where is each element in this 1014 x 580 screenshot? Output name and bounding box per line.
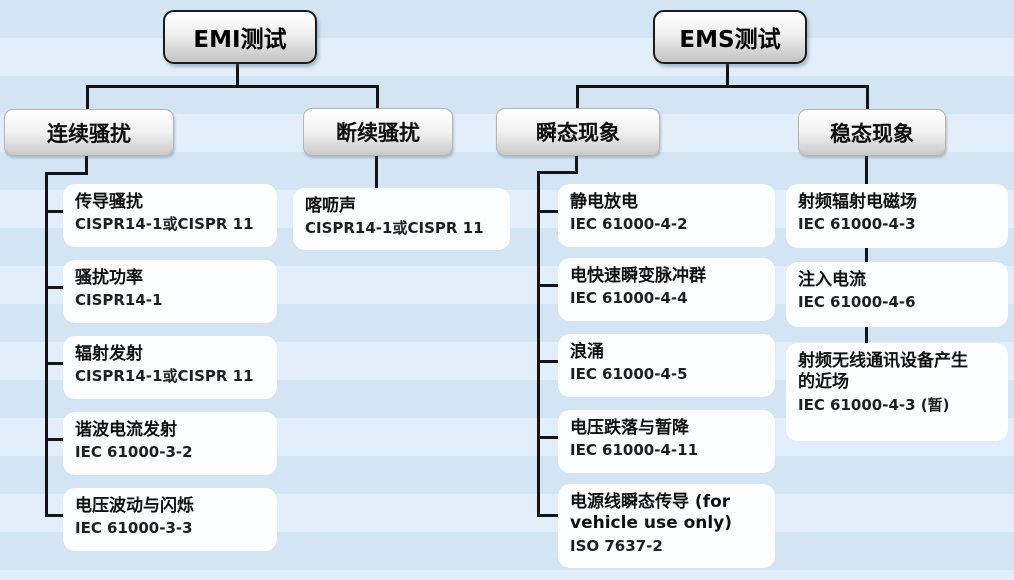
tree-item-rf-wireless-near-field: 射频无线通讯设备产生的近场 IEC 61000-4-3 (暂) xyxy=(786,343,1008,441)
item-standard: IEC 61000-4-6 xyxy=(798,293,916,312)
connector-line xyxy=(575,153,578,174)
connector-line xyxy=(537,514,560,517)
connector-line xyxy=(537,210,560,213)
branch-label: 稳态现象 xyxy=(830,121,914,146)
connector-line xyxy=(866,85,869,109)
connector-line xyxy=(537,436,560,439)
tree-item-injected-current: 注入电流 IEC 61000-4-6 xyxy=(786,262,1008,327)
item-title: 喀呖声 xyxy=(305,196,356,216)
item-standard: CISPR14-1或CISPR 11 xyxy=(305,219,484,238)
connector-line xyxy=(86,85,379,88)
item-title: 电源线瞬态传导 (for vehicle use only) xyxy=(570,492,733,534)
item-standard: IEC 61000-3-3 xyxy=(75,519,193,538)
item-standard: CISPR14-1或CISPR 11 xyxy=(75,215,254,234)
item-title: 骚扰功率 xyxy=(75,268,143,288)
item-standard: IEC 61000-4-4 xyxy=(570,289,688,308)
connector-line xyxy=(726,60,729,87)
connector-line xyxy=(45,286,65,289)
item-standard: IEC 61000-4-2 xyxy=(570,215,688,234)
connector-line xyxy=(537,171,578,174)
connector-line xyxy=(865,154,868,186)
tree-item-voltage-dips: 电压跌落与暂降 IEC 61000-4-11 xyxy=(558,410,775,473)
item-title: 浪涌 xyxy=(570,342,604,362)
item-title: 传导骚扰 xyxy=(75,192,143,212)
item-title: 静电放电 xyxy=(570,192,638,212)
branch-node-steady-state-phenomena: 稳态现象 xyxy=(798,109,946,156)
emi-root-label: EMI测试 xyxy=(193,27,287,53)
item-title: 辐射发射 xyxy=(75,344,143,364)
item-title: 射频无线通讯设备产生的近场 xyxy=(798,351,968,393)
item-standard: CISPR14-1 xyxy=(75,291,163,310)
connector-line xyxy=(576,85,869,88)
item-title: 谐波电流发射 xyxy=(75,420,177,440)
item-standard: IEC 61000-3-2 xyxy=(75,443,193,462)
item-title: 射频辐射电磁场 xyxy=(798,192,917,212)
connector-line xyxy=(537,360,560,363)
tree-item-eft-burst: 电快速瞬变脉冲群 IEC 61000-4-4 xyxy=(558,258,775,321)
item-standard: IEC 61000-4-3 (暂) xyxy=(798,395,950,414)
connector-line xyxy=(576,85,579,109)
tree-item-voltage-fluctuation-flicker: 电压波动与闪烁 IEC 61000-3-3 xyxy=(63,488,277,551)
item-standard: IEC 61000-4-5 xyxy=(570,365,688,384)
connector-line xyxy=(537,171,540,517)
tree-item-surge: 浪涌 IEC 61000-4-5 xyxy=(558,334,775,397)
tree-item-power-line-transient-conduction: 电源线瞬态传导 (for vehicle use only) ISO 7637-… xyxy=(558,484,775,568)
connector-line xyxy=(375,153,378,189)
connector-line xyxy=(45,210,65,213)
connector-line xyxy=(45,172,88,175)
connector-line xyxy=(45,514,65,517)
item-standard: ISO 7637-2 xyxy=(570,536,663,555)
tree-item-click-noise: 喀呖声 CISPR14-1或CISPR 11 xyxy=(293,188,510,250)
tree-item-conducted-disturbance: 传导骚扰 CISPR14-1或CISPR 11 xyxy=(63,184,277,247)
item-title: 电压跌落与暂降 xyxy=(570,418,689,438)
connector-line xyxy=(537,284,560,287)
branch-node-transient-phenomena: 瞬态现象 xyxy=(496,108,660,156)
connector-line xyxy=(45,362,65,365)
branch-label: 瞬态现象 xyxy=(536,121,620,145)
tree-item-electrostatic-discharge: 静电放电 IEC 61000-4-2 xyxy=(558,184,775,247)
connector-line xyxy=(865,326,868,344)
branch-node-discontinuous-disturbance: 断续骚扰 xyxy=(303,108,453,156)
tree-item-radiated-emission: 辐射发射 CISPR14-1或CISPR 11 xyxy=(63,336,277,399)
item-standard: IEC 61000-4-11 xyxy=(570,441,699,460)
item-title: 电压波动与闪烁 xyxy=(75,496,194,516)
connector-line xyxy=(45,172,48,517)
item-standard: IEC 61000-4-3 xyxy=(798,215,916,234)
item-standard: CISPR14-1或CISPR 11 xyxy=(75,367,254,386)
connector-line xyxy=(865,247,868,263)
connector-line xyxy=(236,60,239,87)
tree-item-harmonic-current-emission: 谐波电流发射 IEC 61000-3-2 xyxy=(63,412,277,475)
item-title: 注入电流 xyxy=(798,270,866,290)
connector-line xyxy=(376,85,379,109)
connector-line xyxy=(85,153,88,175)
tree-item-disturbance-power: 骚扰功率 CISPR14-1 xyxy=(63,260,277,323)
item-title: 电快速瞬变脉冲群 xyxy=(570,266,706,286)
branch-node-continuous-disturbance: 连续骚扰 xyxy=(4,109,174,156)
ems-root-node: EMS测试 xyxy=(653,10,807,64)
tree-item-rf-radiated-field: 射频辐射电磁场 IEC 61000-4-3 xyxy=(786,184,1008,248)
branch-label: 断续骚扰 xyxy=(336,121,420,145)
emi-root-node: EMI测试 xyxy=(163,10,317,64)
ems-root-label: EMS测试 xyxy=(679,27,781,53)
connector-line xyxy=(45,438,65,441)
connector-line xyxy=(86,85,89,109)
branch-label: 连续骚扰 xyxy=(47,121,131,146)
